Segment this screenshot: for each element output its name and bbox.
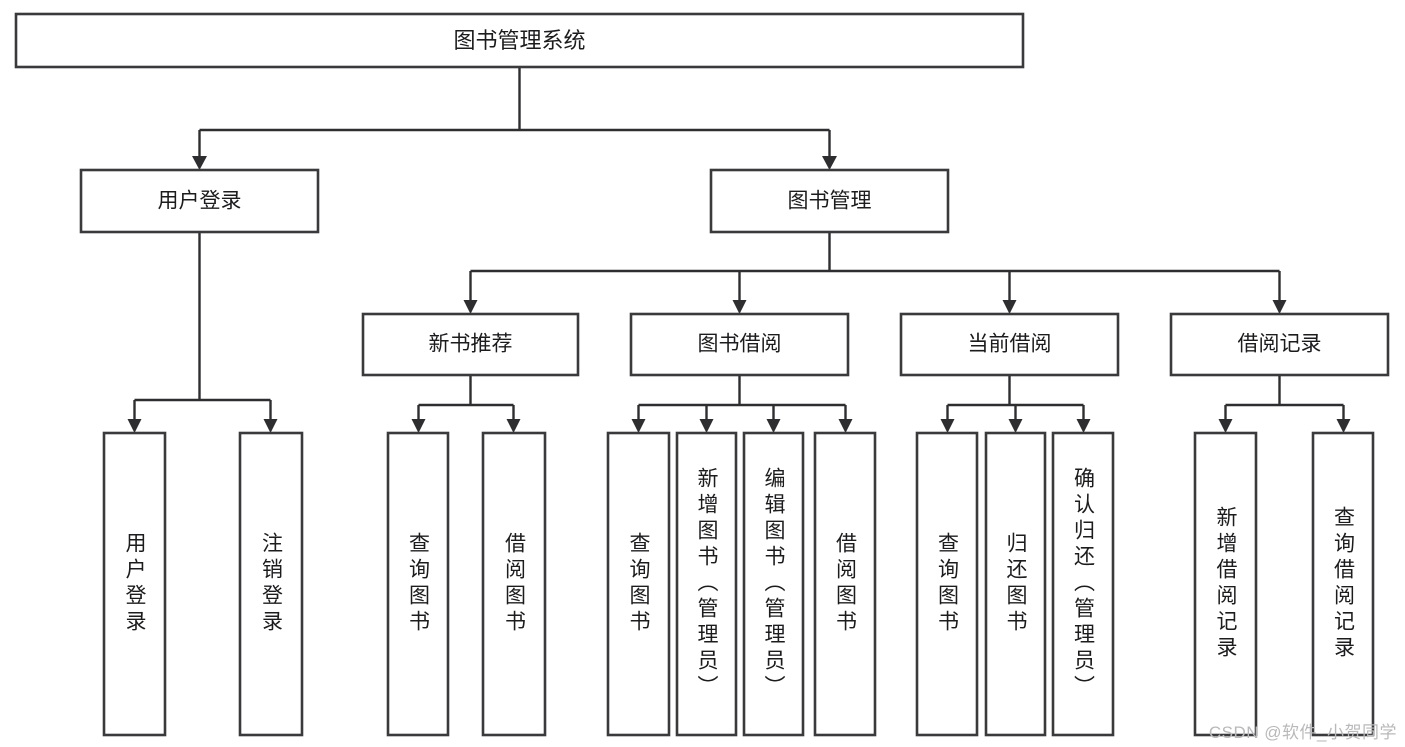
arrow-confirm-return <box>1076 419 1091 433</box>
node-box-current-borrow[interactable] <box>899 312 1120 377</box>
node-box-leaf-add-book[interactable] <box>675 431 738 737</box>
node-box-leaf-query-book-cur[interactable] <box>915 431 979 737</box>
arrow-borrow-record <box>1272 300 1287 314</box>
arrow-user-login <box>192 156 207 170</box>
node-box-new-book-rec[interactable] <box>361 312 580 377</box>
node-box-root[interactable] <box>14 12 1025 69</box>
node-box-leaf-confirm-return[interactable] <box>1051 431 1115 737</box>
node-label-book-borrow: 图书借阅 <box>698 333 782 356</box>
node-box-leaf-borrow-book-bor[interactable] <box>813 431 877 737</box>
arrow-current-borrow <box>1002 300 1017 314</box>
node-box-user-login[interactable] <box>79 168 320 234</box>
node-box-leaf-logout[interactable] <box>238 431 304 737</box>
node-label-book-manage: 图书管理 <box>788 190 872 213</box>
csdn-watermark: CSDN @软件_小贺同学 <box>1208 723 1397 742</box>
arrow-book-borrow <box>732 300 747 314</box>
node-box-leaf-edit-book[interactable] <box>742 431 805 737</box>
arrow-query-book-bor <box>631 419 646 433</box>
node-box-book-borrow[interactable] <box>629 312 850 377</box>
arrow-new-book-rec <box>463 300 478 314</box>
arrow-query-book-rec <box>411 419 426 433</box>
node-box-leaf-add-record[interactable] <box>1193 431 1258 737</box>
edges-layer <box>127 67 1351 433</box>
arrow-add-record <box>1218 419 1233 433</box>
node-label-root: 图书管理系统 <box>453 28 585 53</box>
arrow-return-book <box>1008 419 1023 433</box>
boxes-layer: 图书管理系统 用户登录 图书管理 新书推荐 图书借阅 当前借阅 借阅记录 <box>14 12 1390 737</box>
node-label-borrow-record: 借阅记录 <box>1238 333 1322 356</box>
node-box-leaf-borrow-book-rec[interactable] <box>481 431 547 737</box>
node-box-book-manage[interactable] <box>709 168 950 234</box>
node-box-leaf-query-book-bor[interactable] <box>606 431 671 737</box>
arrow-query-record <box>1336 419 1351 433</box>
node-box-borrow-record[interactable] <box>1169 312 1390 377</box>
arrow-add-book <box>699 419 714 433</box>
node-box-leaf-user-login[interactable] <box>102 431 167 737</box>
arrow-leaf-logout <box>263 419 278 433</box>
arrow-edit-book <box>766 419 781 433</box>
arrow-query-book-cur <box>940 419 955 433</box>
arrow-leaf-user-login <box>127 419 142 433</box>
node-box-leaf-return-book[interactable] <box>984 431 1047 737</box>
arrow-borrow-book-rec <box>506 419 521 433</box>
arrow-borrow-book-bor <box>838 419 853 433</box>
node-label-current-borrow: 当前借阅 <box>968 333 1052 356</box>
node-label-new-book-rec: 新书推荐 <box>429 333 513 356</box>
node-box-leaf-query-record[interactable] <box>1311 431 1375 737</box>
arrow-book-manage <box>822 156 837 170</box>
node-box-leaf-query-book-rec[interactable] <box>386 431 450 737</box>
node-label-user-login: 用户登录 <box>158 190 242 213</box>
